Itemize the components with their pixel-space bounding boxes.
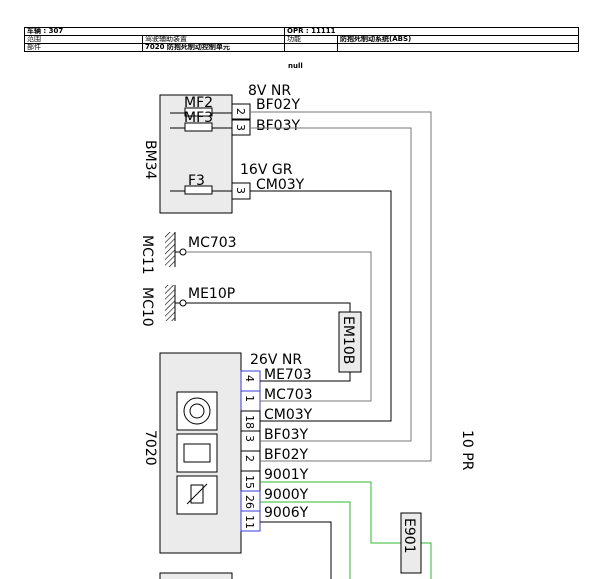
ground-mc10-label: MC10 [139,287,155,327]
wire-label-9000y: 9000Y [264,487,309,503]
wire-label-me10p: ME10P [188,286,235,302]
wire-label-cm03y-top: CM03Y [256,177,305,193]
side-label-10pr: 10 PR [459,430,475,471]
fuse-f3-label: F3 [188,173,205,189]
wire-label-16v-gr: 16V GR [240,162,293,178]
wire-label-8v-nr: 8V NR [248,83,291,99]
next-module-partial [159,572,233,579]
ground-mc10-hatch [165,285,175,321]
wire-label-cm03y: CM03Y [264,407,313,423]
wire-label-me703: ME703 [264,367,312,383]
ecu-pin-11: 11 [243,515,256,529]
part-value: 7020 防抱死制动控制单元 [141,43,286,52]
diagram-subtitle: null [288,62,303,70]
wire-label-bf02y-top: BF02Y [256,97,300,113]
wire-label-9001y: 9001Y [264,467,309,483]
wire-label-bf02y: BF02Y [264,447,308,463]
wire-9006y [260,521,332,579]
ecu-pin-26: 26 [243,495,256,509]
wire-mc703 [186,251,372,402]
ecu-pin-4: 4 [243,375,256,382]
bm34-pin-3: 3 [234,124,247,131]
ecu-pin-15: 15 [243,475,256,489]
wire-bf02y [250,111,432,462]
ground-mc11-label: MC11 [139,235,155,275]
wire-9001y [260,481,401,544]
e901-box [400,512,422,574]
chip-icon [183,443,211,463]
wire-label-9006y: 9006Y [264,505,309,521]
empty-cell [337,43,579,52]
ecu-pin-2: 2 [243,455,256,462]
em10b-label: EM10B [340,316,356,364]
wire-label-mc703: MC703 [264,387,313,403]
fuse-mf2-label: MF2 [184,95,213,111]
ground-mc10-terminal [179,299,187,307]
valve-icon-slash [186,483,208,505]
header-table: 车辆 : 307 OPR : 11111 范围 驾驶辅助装置 功能 防抱死制动系… [23,27,579,52]
bm34-pin-2: 2 [234,108,247,115]
bm34-label: BM34 [142,140,158,180]
fuse-f3-symbol [184,185,213,195]
wire-9000y [260,501,351,579]
wire-cm03y [250,190,392,422]
fuse-mf3-label: MF3 [184,110,213,126]
wire-label-bf03y-top: BF03Y [256,118,300,134]
ecu-pin-box [240,510,261,532]
ground-mc11-hatch [165,232,175,267]
wire-label-bf03y: BF03Y [264,427,308,443]
wire-e901-out [421,542,432,579]
bm34-pin-3b: 3 [234,187,247,194]
empty-cell [284,43,339,52]
ground-mc11-terminal [179,248,187,256]
wire-me703 [260,372,351,382]
wire-label-26v-nr: 26V NR [250,352,302,368]
fuse-mf2-symbol [184,107,213,117]
wire-label-mc703-ground: MC703 [188,235,237,251]
wire-me10p [186,302,351,312]
ecu-pin-column: 4 1 18 3 2 15 26 11 [240,370,261,532]
ecu-pin-18: 18 [243,415,256,429]
e901-label: E901 [401,518,417,554]
abs-warning-icon [183,397,211,425]
ecu-pin-3: 3 [243,435,256,442]
fuse-mf3-symbol [184,122,213,132]
ecu-pin-1: 1 [243,395,256,402]
ecu-7020-label: 7020 [142,430,158,466]
wire-bf03y [250,127,412,442]
abs-warning-icon-inner [189,403,205,419]
